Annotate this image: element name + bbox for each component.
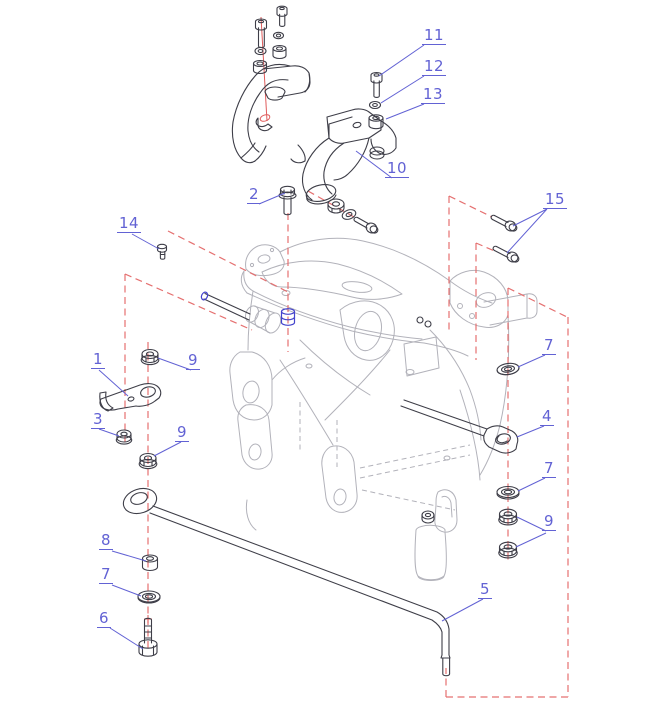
screw-14 xyxy=(158,244,167,259)
callout-2: 2 xyxy=(247,185,262,204)
shaft-4 xyxy=(200,291,518,453)
callout-9a: 9 xyxy=(186,351,201,370)
spacer-8 xyxy=(143,555,158,571)
bolt-top-right xyxy=(277,6,287,26)
callout-7b: 7 xyxy=(542,459,557,478)
bushing-top-right xyxy=(273,46,286,59)
callout-6: 6 xyxy=(97,609,112,628)
callout-11: 11 xyxy=(422,26,447,45)
bushing-highlight xyxy=(282,309,295,326)
clamp-washer xyxy=(341,208,357,221)
clamp-10 xyxy=(302,109,396,204)
callout-8: 8 xyxy=(99,531,114,550)
bracket-1 xyxy=(100,384,161,411)
washer-7b xyxy=(497,487,519,500)
callout-7c: 7 xyxy=(99,565,114,584)
callout-10: 10 xyxy=(385,159,410,178)
rod-5 xyxy=(120,484,450,675)
clamp-pin-bolt xyxy=(354,217,379,235)
callout-1: 1 xyxy=(91,350,106,369)
bolt-15b xyxy=(493,246,520,264)
washer-12 xyxy=(370,102,381,109)
clamp-nut xyxy=(328,199,344,213)
gearbox-housing xyxy=(230,238,537,580)
bushing-top-left xyxy=(254,61,267,74)
bolt-6 xyxy=(139,618,157,656)
washer-7c xyxy=(138,591,160,603)
callout-3: 3 xyxy=(91,410,106,429)
callout-9c: 9 xyxy=(542,512,557,531)
cover-guard xyxy=(232,64,310,162)
nut-3 xyxy=(116,430,131,444)
callout-5: 5 xyxy=(478,580,493,599)
callout-14: 14 xyxy=(117,214,142,233)
callout-15: 15 xyxy=(543,190,568,209)
flange-bolt-2 xyxy=(279,186,296,214)
bolt-15a xyxy=(491,215,518,233)
callout-4: 4 xyxy=(540,407,555,426)
bushing-13 xyxy=(369,115,383,129)
callout-7a: 7 xyxy=(542,336,557,355)
bolt-11 xyxy=(371,73,382,98)
nut-9c-lower xyxy=(499,542,517,558)
nut-9b xyxy=(139,454,157,469)
construction-lines xyxy=(125,17,568,697)
washer-top-left xyxy=(255,47,266,54)
callout-9b: 9 xyxy=(175,423,190,442)
leader-lines xyxy=(99,45,547,649)
nut-9a xyxy=(141,350,159,365)
callout-13: 13 xyxy=(421,85,446,104)
washer-7a xyxy=(496,362,519,376)
housing-small-fasteners xyxy=(417,317,434,523)
nut-9c-upper xyxy=(499,509,517,525)
washer-top-right xyxy=(274,32,284,38)
callout-12: 12 xyxy=(422,57,447,76)
